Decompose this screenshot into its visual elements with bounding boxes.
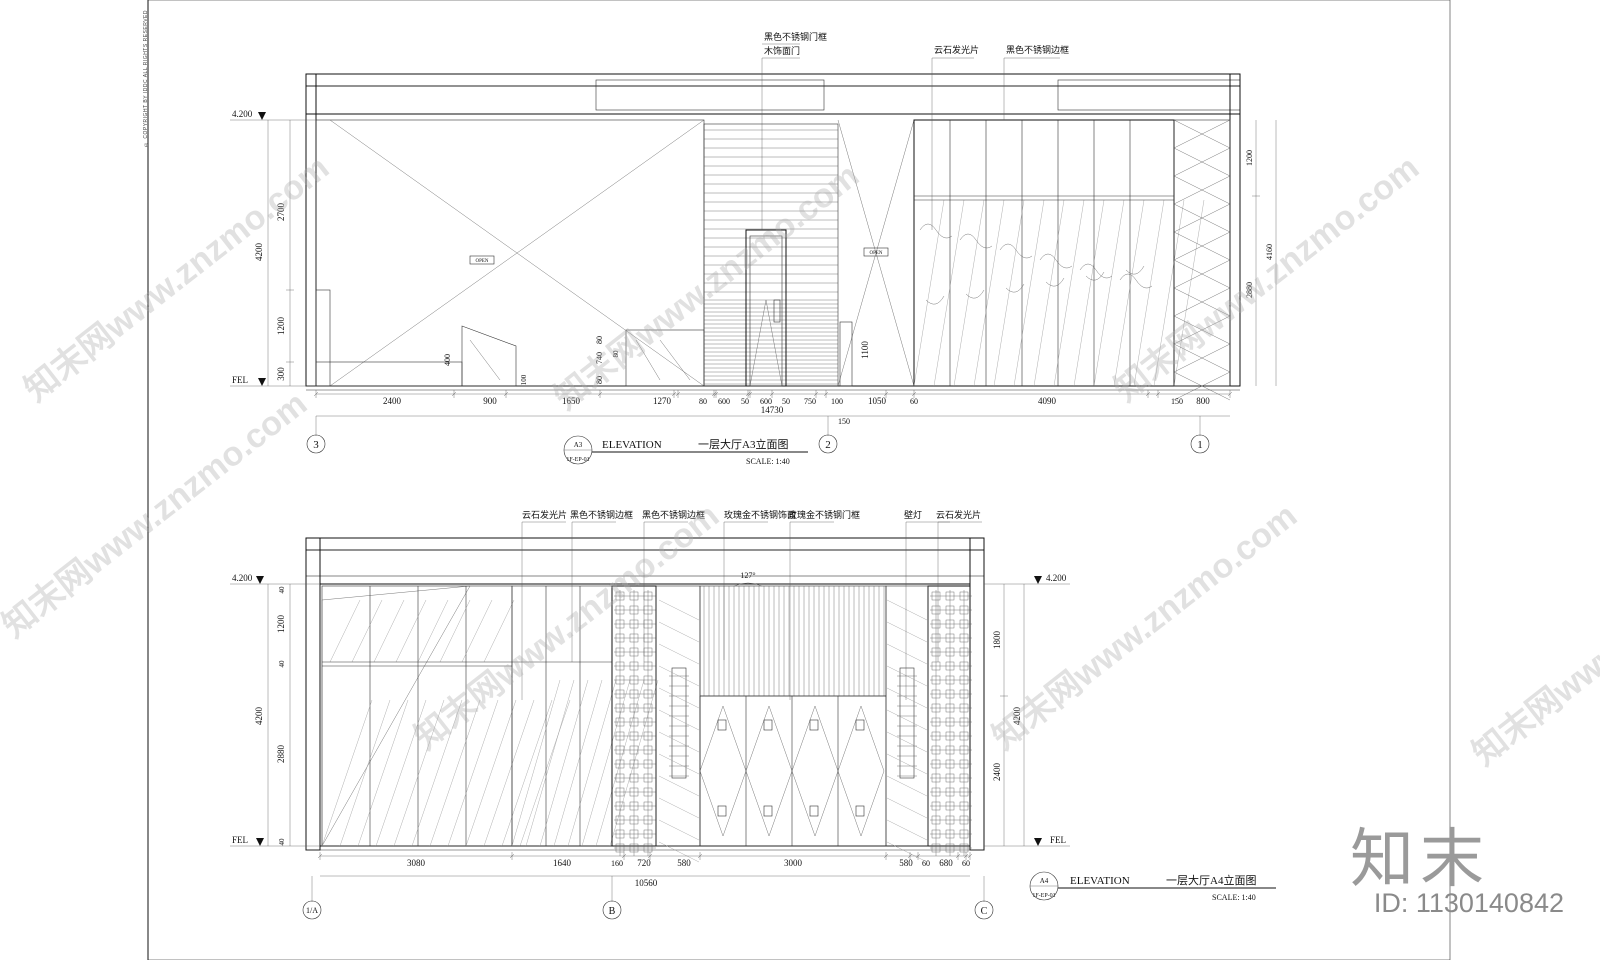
dim-a4-left-2: 40 [278, 660, 286, 668]
dim-a4-left-0: 40 [278, 586, 286, 594]
title-name-a3: 一层大厅A3立面图 [698, 437, 788, 451]
dim-a3-bottom-1: 900 [483, 396, 497, 406]
title-elevation-a3: ELEVATION [602, 439, 662, 451]
dim-a3-inner-2: 80 [612, 350, 620, 358]
dim-a4-left-1: 1200 [276, 615, 286, 634]
dim-a3-inner-1: 740 [595, 352, 604, 364]
elevation-a4: 4.200 FEL 4.200 FEL 40 1200 40 4200 2880… [230, 509, 1276, 920]
level-top-a3: 4.200 [232, 109, 253, 119]
dim-a4-left-3: 4200 [254, 707, 264, 726]
elevation-a3: OPEN OPEN 4.200 FEL [230, 31, 1277, 466]
dim-a3-bottom-11: 1050 [868, 396, 887, 406]
open-label-1: OPEN [475, 259, 488, 264]
dim-a3-right-1: 2880 [1245, 282, 1254, 298]
title-ref-a4: 1F-EP-01 [1032, 893, 1055, 899]
dim-a3-right-2: 4160 [1265, 244, 1274, 260]
dim-a3-right-0: 1200 [1245, 150, 1254, 166]
level-top-a4-left: 4.200 [232, 573, 253, 583]
dim-a3-bottom-6: 50 [741, 397, 749, 406]
title-ref-a3: 1F-EP-01 [566, 457, 589, 463]
dim-a3-bottom-8: 50 [782, 397, 790, 406]
dim-a4-left-4: 2880 [276, 745, 286, 764]
dim-a3-bottom-9: 750 [804, 397, 816, 406]
title-name-a4: 一层大厅A4立面图 [1166, 873, 1256, 887]
axis-a4-1: B [609, 906, 616, 917]
dim-a3-left-2: 1200 [276, 317, 286, 336]
dim-a3-sub: 150 [838, 417, 850, 426]
dim-a3-bottom-12: 60 [910, 397, 918, 406]
dim-a3-inner-5: 100 [520, 374, 528, 385]
callout-a4-1: 黑色不锈钢边框 [570, 509, 633, 520]
brand-id: ID: 1130140842 [1373, 888, 1564, 918]
dim-a3-left-3: 300 [276, 367, 286, 381]
dim-a4-bottom-5: 3000 [784, 858, 803, 868]
dim-a3-bottom-7: 600 [760, 397, 772, 406]
title-elevation-a4: ELEVATION [1070, 875, 1130, 887]
dim-a4-bottom-7: 60 [922, 859, 930, 868]
dim-a3-bottom-2: 1650 [562, 396, 581, 406]
dim-a3-bottom-14: 150 [1171, 397, 1183, 406]
callout-a3-1: 木饰面门 [764, 45, 800, 56]
dim-a4-bottom-8: 680 [939, 858, 953, 868]
dim-a3-total: 14730 [761, 405, 784, 415]
callout-a4-5: 壁灯 [904, 509, 922, 520]
copyright-note: © COPYRIGHT BY IDDC ALL RIGHTS RESERVED [143, 10, 149, 148]
callout-a4-2: 黑色不锈钢边框 [642, 509, 705, 520]
dim-a3-inner-0: 80 [595, 336, 604, 344]
dim-a4-bottom-3: 720 [637, 858, 651, 868]
dim-a3-bottom-0: 2400 [383, 396, 402, 406]
callout-a4-6: 云石发光片 [936, 509, 981, 520]
dim-a3-bottom-13: 4090 [1038, 396, 1057, 406]
callout-a4-0: 云石发光片 [522, 509, 567, 520]
level-floor-a4-left: FEL [232, 835, 248, 845]
dim-a4-bottom-4: 580 [677, 858, 691, 868]
dim-a4-bottom-6: 580 [899, 858, 913, 868]
axis-a3-2: 1 [1197, 439, 1203, 451]
dim-a3-bottom-10: 100 [831, 397, 843, 406]
dim-a3-left-1: 4200 [254, 243, 264, 262]
dim-a4-right-2: 2400 [992, 763, 1002, 782]
dim-a3-bottom-5: 600 [718, 397, 730, 406]
axis-a4-0: 1/A [306, 906, 318, 915]
dim-a3-left-0: 2700 [276, 203, 286, 222]
dim-a4-bottom-0: 3080 [407, 858, 426, 868]
callout-a4-3: 玫瑰金不锈钢饰面 [724, 509, 796, 520]
callout-a3-2: 云石发光片 [934, 44, 979, 55]
dim-a3-inner-6: 1100 [860, 341, 870, 359]
dim-a3-bottom-3: 1270 [653, 396, 672, 406]
dim-a3-bottom-4: 80 [699, 397, 707, 406]
brand-logo: 知末 [1350, 823, 1490, 895]
dim-a4-total: 10560 [635, 878, 658, 888]
dim-a4-right-1: 4200 [1012, 707, 1022, 726]
title-code-a4: A4 [1040, 877, 1049, 885]
level-floor-a4-right: FEL [1050, 835, 1066, 845]
axis-a3-1: 2 [825, 439, 831, 451]
dim-a3-inner-3: 80 [595, 376, 604, 384]
callout-a3-3: 黑色不锈钢边框 [1006, 44, 1069, 55]
callout-a3-0: 黑色不锈钢门框 [764, 31, 827, 42]
title-scale-a4: SCALE: 1:40 [1212, 893, 1256, 902]
dim-a3-inner-4: 400 [443, 354, 452, 366]
dim-a4-right-0: 1800 [992, 631, 1002, 650]
callout-a4-4: 玫瑰金不锈钢门框 [788, 509, 860, 520]
axis-a4-2: C [981, 906, 988, 917]
dim-a4-left-5: 40 [278, 838, 286, 846]
dim-a4-bottom-1: 1640 [553, 858, 572, 868]
level-top-a4-right: 4.200 [1046, 573, 1067, 583]
angle-note: 127° [740, 571, 755, 580]
title-code-a3: A3 [574, 441, 583, 449]
dim-a4-bottom-9: 60 [962, 859, 970, 868]
open-label-2: OPEN [869, 251, 882, 256]
dim-a4-bottom-2: 160 [611, 859, 623, 868]
axis-a3-0: 3 [313, 439, 319, 451]
title-scale-a3: SCALE: 1:40 [746, 457, 790, 466]
dim-a3-bottom-15: 800 [1196, 396, 1210, 406]
level-floor-a3: FEL [232, 375, 248, 385]
